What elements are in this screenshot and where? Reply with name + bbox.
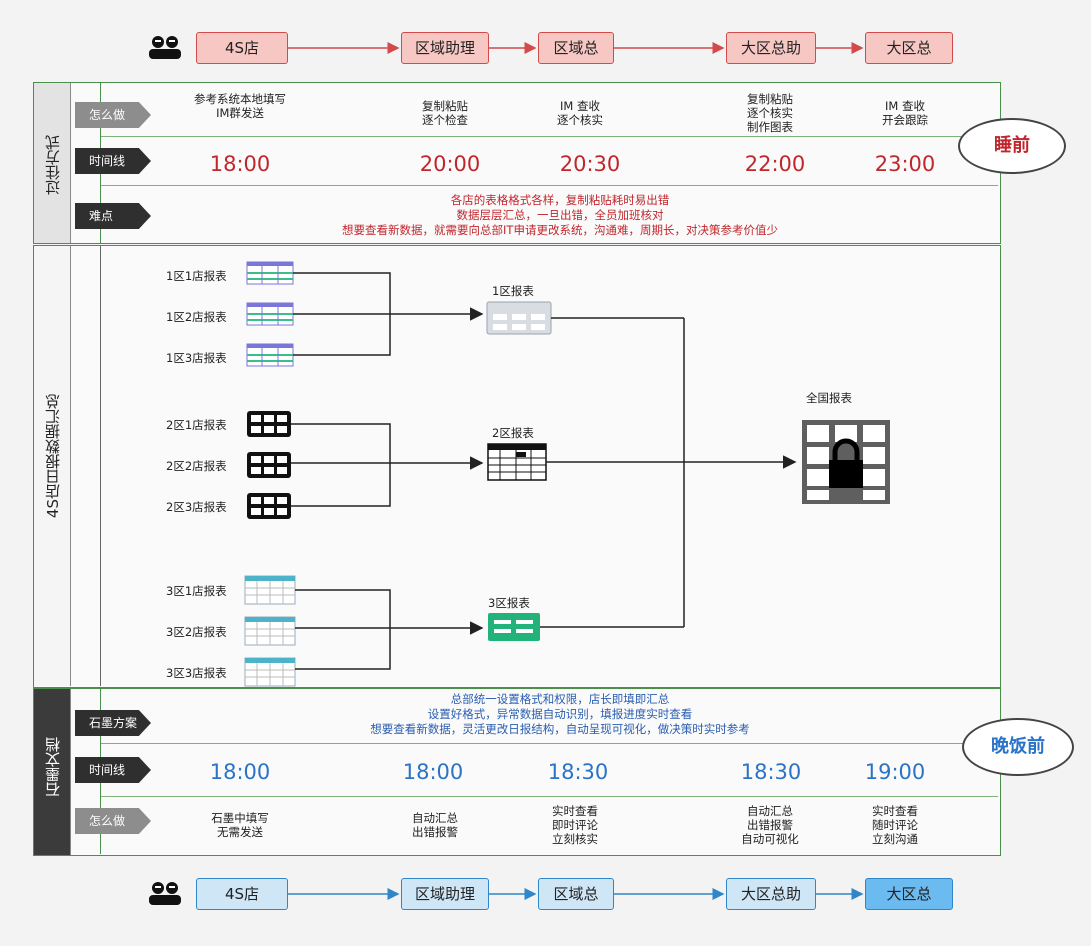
new-how-1: 石墨中填写无需发送 bbox=[211, 811, 269, 839]
sheet-icon-r1-3 bbox=[246, 343, 294, 367]
people-icon bbox=[147, 880, 183, 906]
old-how-3: IM 查收逐个核实 bbox=[557, 99, 603, 127]
r2-store1-label: 2区1店报表 bbox=[166, 418, 227, 432]
new-time-5: 19:00 bbox=[864, 760, 926, 784]
new-time-1: 18:00 bbox=[209, 760, 271, 784]
bubble-bedtime: 睡前 bbox=[958, 118, 1066, 174]
r2-store2-label: 2区2店报表 bbox=[166, 459, 227, 473]
bottom-flow-arrows bbox=[288, 888, 864, 900]
old-time-2: 20:00 bbox=[419, 152, 481, 176]
sheet-icon-r3-1 bbox=[244, 575, 296, 605]
flow-step-area-assistant: 区域助理 bbox=[401, 32, 489, 64]
timeline-tag-new: 时间线 bbox=[75, 757, 151, 783]
flow-step-region-head: 大区总 bbox=[865, 32, 953, 64]
new-time-2: 18:00 bbox=[402, 760, 464, 784]
r3-store2-label: 3区2店报表 bbox=[166, 625, 227, 639]
new-method-sidebar: 石墨文档 bbox=[34, 689, 71, 855]
summary-icon-r3 bbox=[488, 613, 540, 641]
diagram-sidebar: 4S店日报数据汇总 bbox=[34, 246, 71, 686]
old-time-5: 23:00 bbox=[874, 152, 936, 176]
old-how-4: 复制粘贴逐个核实制作图表 bbox=[747, 92, 793, 134]
flow-step-region-assistant: 大区总助 bbox=[726, 32, 816, 64]
old-time-4: 22:00 bbox=[744, 152, 806, 176]
new-how-3: 实时查看即时评论立刻核实 bbox=[552, 804, 598, 846]
flow-step-region-head-bottom: 大区总 bbox=[865, 878, 953, 910]
flow-step-area-head: 区域总 bbox=[538, 32, 614, 64]
flow-step-area-head-bottom: 区域总 bbox=[538, 878, 614, 910]
grid-icon-r2-2 bbox=[247, 452, 291, 478]
summary-icon-r1 bbox=[486, 301, 552, 335]
sheet-icon-r3-2 bbox=[244, 616, 296, 646]
grid-icon-r2-1 bbox=[247, 411, 291, 437]
old-time-3: 20:30 bbox=[559, 152, 621, 176]
r3-summary-label: 3区报表 bbox=[488, 596, 530, 610]
bubble-before-dinner: 晚饭前 bbox=[962, 718, 1074, 776]
how-tag-old: 怎么做 bbox=[75, 102, 151, 128]
top-flow-arrows bbox=[288, 42, 864, 54]
flow-step-store: 4S店 bbox=[196, 32, 288, 64]
r1-store1-label: 1区1店报表 bbox=[166, 269, 227, 283]
r1-summary-label: 1区报表 bbox=[492, 284, 534, 298]
r2-store3-label: 2区3店报表 bbox=[166, 500, 227, 514]
old-method-panel bbox=[33, 82, 1001, 244]
people-icon bbox=[147, 34, 183, 60]
new-method-side-label: 石墨文档 bbox=[44, 737, 62, 797]
flow-step-store-bottom: 4S店 bbox=[196, 878, 288, 910]
new-how-4: 自动汇总出错报警自动可视化 bbox=[741, 804, 799, 846]
r1-store3-label: 1区3店报表 bbox=[166, 351, 227, 365]
old-how-2: 复制粘贴逐个检查 bbox=[422, 99, 468, 127]
r3-store1-label: 3区1店报表 bbox=[166, 584, 227, 598]
r1-store2-label: 1区2店报表 bbox=[166, 310, 227, 324]
new-row-line-2 bbox=[101, 796, 998, 797]
flow-step-area-assistant-bottom: 区域助理 bbox=[401, 878, 489, 910]
old-pain-text: 各店的表格格式各样，复制粘贴耗时易出错数据层层汇总，一旦出错，全员加班核对想要查… bbox=[342, 193, 778, 237]
old-how-5: IM 查收开会跟踪 bbox=[882, 99, 928, 127]
old-row-line-2 bbox=[101, 185, 998, 186]
sheet-icon-r1-2 bbox=[246, 302, 294, 326]
timeline-tag-old: 时间线 bbox=[75, 148, 151, 174]
old-row-line-1 bbox=[101, 136, 998, 137]
r2-summary-label: 2区报表 bbox=[492, 426, 534, 440]
old-time-1: 18:00 bbox=[209, 152, 271, 176]
how-tag-new: 怎么做 bbox=[75, 808, 151, 834]
diagram-divider bbox=[100, 246, 101, 686]
summary-icon-r2 bbox=[487, 443, 547, 481]
new-time-4: 18:30 bbox=[740, 760, 802, 784]
new-time-3: 18:30 bbox=[547, 760, 609, 784]
new-plan-text: 总部统一设置格式和权限，店长即填即汇总设置好格式，异常数据自动识别，填报进度实时… bbox=[370, 692, 750, 736]
new-how-5: 实时查看随时评论立刻沟通 bbox=[872, 804, 918, 846]
plan-tag-new: 石墨方案 bbox=[75, 710, 151, 736]
grid-icon-r2-3 bbox=[247, 493, 291, 519]
new-how-2: 自动汇总出错报警 bbox=[412, 811, 458, 839]
sheet-icon-r1-1 bbox=[246, 261, 294, 285]
r3-store3-label: 3区3店报表 bbox=[166, 666, 227, 680]
flow-step-region-assistant-bottom: 大区总助 bbox=[726, 878, 816, 910]
pain-tag-old: 难点 bbox=[75, 203, 151, 229]
national-label: 全国报表 bbox=[806, 391, 852, 405]
sheet-icon-r3-3 bbox=[244, 657, 296, 687]
new-row-line-1 bbox=[101, 743, 998, 744]
old-method-sidebar: 过往方式 bbox=[34, 83, 71, 243]
lock-sheet-icon bbox=[802, 420, 890, 504]
